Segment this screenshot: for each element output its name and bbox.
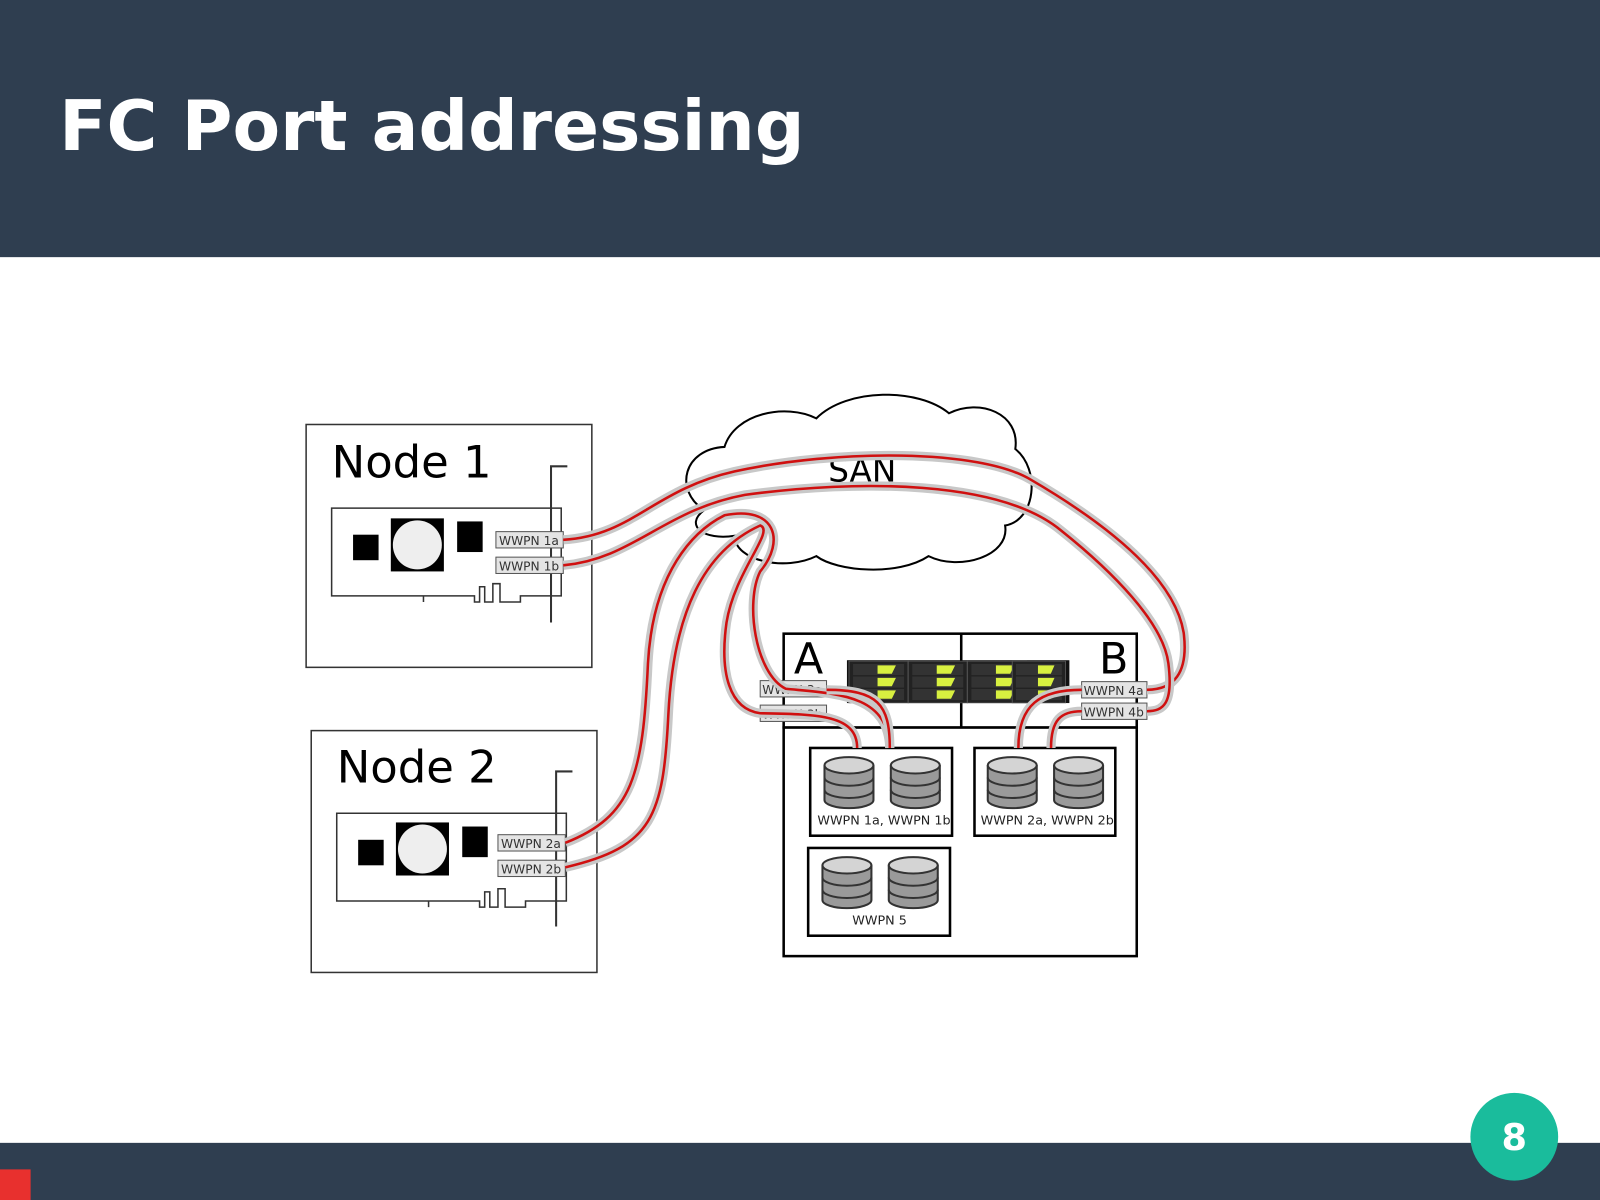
- svg-text:WWPN 1a, WWPN 1b: WWPN 1a, WWPN 1b: [817, 813, 950, 828]
- fc-cable: [564, 512, 892, 845]
- svg-text:WWPN 4b: WWPN 4b: [1084, 705, 1144, 719]
- fc-cable: [563, 454, 1186, 692]
- fc-cable: [1049, 709, 1082, 748]
- storage-enclosure-icon: [846, 660, 1070, 704]
- svg-text:WWPN 2a: WWPN 2a: [501, 837, 561, 851]
- svg-text:WWPN 5: WWPN 5: [852, 913, 907, 928]
- page-number: 8: [1502, 1116, 1528, 1159]
- page-number-badge: [1470, 1092, 1559, 1181]
- fc-cable: [1017, 688, 1082, 748]
- disk-group-2: WWPN 2a, WWPN 2b: [973, 746, 1117, 837]
- svg-text:WWPN 2b: WWPN 2b: [501, 862, 561, 876]
- disk-icon: [889, 756, 941, 810]
- disk-icon: [821, 856, 873, 910]
- corner-square: [0, 1169, 31, 1200]
- footer-bar: [0, 1142, 1600, 1200]
- controller-b-label: B: [1099, 634, 1128, 684]
- svg-text:WWPN 1a: WWPN 1a: [499, 534, 559, 548]
- node-2: Node 2 WWPN 2a WWPN 2b: [310, 729, 598, 974]
- disk-icon: [1053, 756, 1105, 810]
- slide-title: FC Port addressing: [59, 87, 804, 167]
- fc-cable: [563, 484, 1171, 713]
- disk-group-1: WWPN 1a, WWPN 1b: [808, 746, 954, 837]
- svg-text:WWPN 4a: WWPN 4a: [1084, 684, 1144, 698]
- hba-card-icon: [330, 465, 568, 623]
- disk-icon: [986, 756, 1038, 810]
- node-1-label: Node 1: [332, 436, 492, 489]
- svg-text:WWPN 2a, WWPN 2b: WWPN 2a, WWPN 2b: [981, 813, 1114, 828]
- fc-cable: [826, 688, 892, 748]
- fc-cables: [562, 450, 1190, 872]
- disk-icon: [823, 756, 875, 810]
- fc-cable: [565, 524, 859, 869]
- header-bar: [0, 0, 1600, 258]
- port-wwpn-2b: [497, 859, 566, 878]
- node-2-label: Node 2: [337, 741, 497, 794]
- disk-icon: [887, 856, 939, 910]
- controller-a-label: A: [794, 634, 823, 684]
- storage-array: A B WWPN 3a WWPN 3b WWPN 4a WWPN 4b WWPN…: [759, 632, 1148, 958]
- svg-text:WWPN 1b: WWPN 1b: [499, 559, 559, 573]
- disk-group-3: WWPN 5: [806, 846, 952, 937]
- node-1: Node 1 WWPN 1a WWPN 1b: [305, 423, 593, 669]
